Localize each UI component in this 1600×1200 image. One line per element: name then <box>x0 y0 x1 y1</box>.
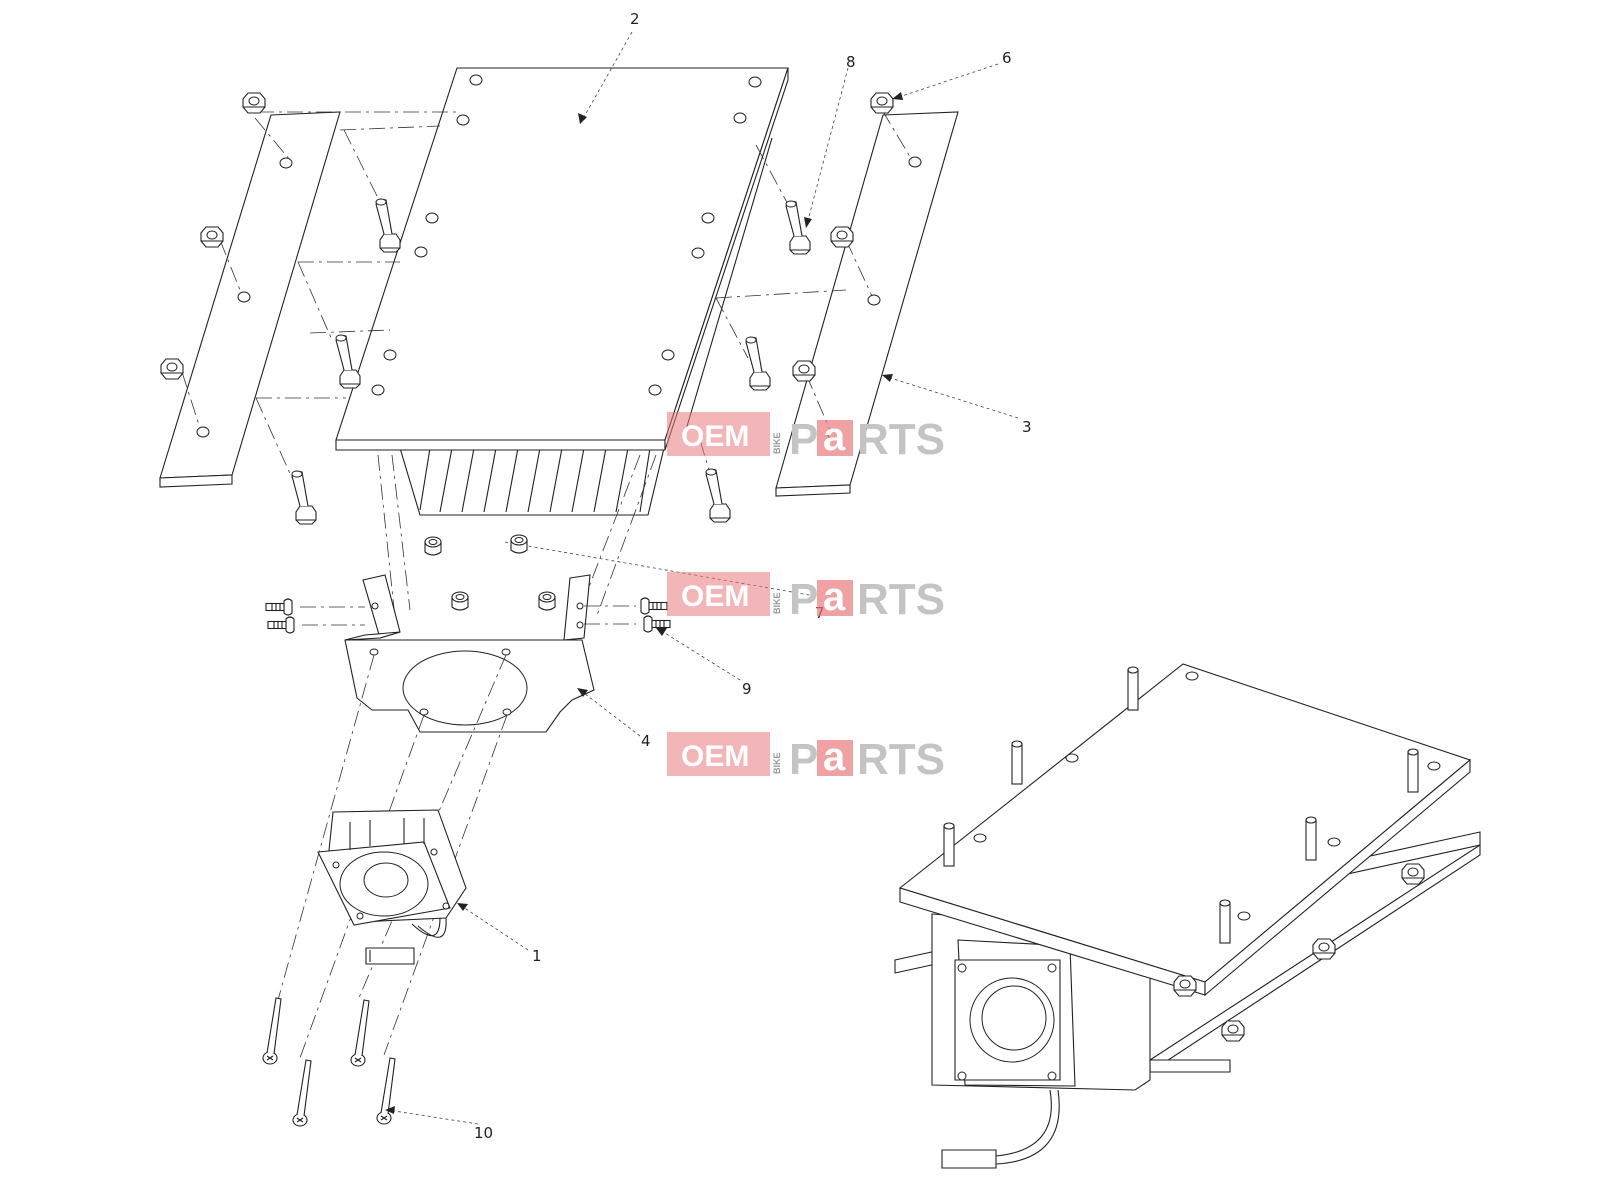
exploded-view: 2 8 6 3 7 9 4 1 10 <box>159 10 1032 1142</box>
watermark-rts-text: RTS <box>857 415 945 464</box>
left-rail-bar <box>159 111 341 488</box>
callout-9: 9 <box>742 680 752 698</box>
watermark-bike-text: BIKE <box>772 752 782 774</box>
watermark-a-text: a <box>823 575 846 619</box>
watermark-rts-text: RTS <box>857 735 945 784</box>
watermark-bottom: OEM BIKE P a RTS <box>667 732 945 784</box>
side-screws <box>265 597 671 634</box>
centerlines-bracket <box>377 454 816 619</box>
callout-6: 6 <box>1002 49 1012 67</box>
heatsink-plate <box>335 67 789 451</box>
callout-1: 1 <box>532 947 542 965</box>
watermark-bike-text: BIKE <box>772 592 782 614</box>
centerlines-top <box>181 109 913 481</box>
cooling-fan <box>317 809 467 965</box>
watermark-rts-text: RTS <box>857 575 945 624</box>
fan-bracket <box>344 574 595 733</box>
callout-2: 2 <box>630 10 640 28</box>
leader-lines <box>385 31 1019 1125</box>
watermark-a-text: a <box>823 415 846 459</box>
long-screws <box>262 997 396 1127</box>
callout-10: 10 <box>474 1124 493 1142</box>
watermark-bike-text: BIKE <box>772 432 782 454</box>
watermark-middle: OEM BIKE P a RTS <box>667 572 945 624</box>
watermark-oem-text: OEM <box>681 580 749 613</box>
watermark-p-text: P <box>789 575 818 624</box>
callout-3: 3 <box>1022 418 1032 436</box>
watermark-oem-text: OEM <box>681 420 749 453</box>
watermark-oem-text: OEM <box>681 740 749 773</box>
heatsink-fins <box>399 447 665 516</box>
watermark-top: OEM BIKE P a RTS <box>667 412 945 464</box>
watermark-p-text: P <box>789 415 818 464</box>
assembled-view <box>894 663 1481 1169</box>
standoffs <box>424 534 556 611</box>
callout-4: 4 <box>641 732 651 750</box>
watermark-p-text: P <box>789 735 818 784</box>
callout-8: 8 <box>846 53 856 71</box>
watermark-a-text: a <box>823 735 846 779</box>
